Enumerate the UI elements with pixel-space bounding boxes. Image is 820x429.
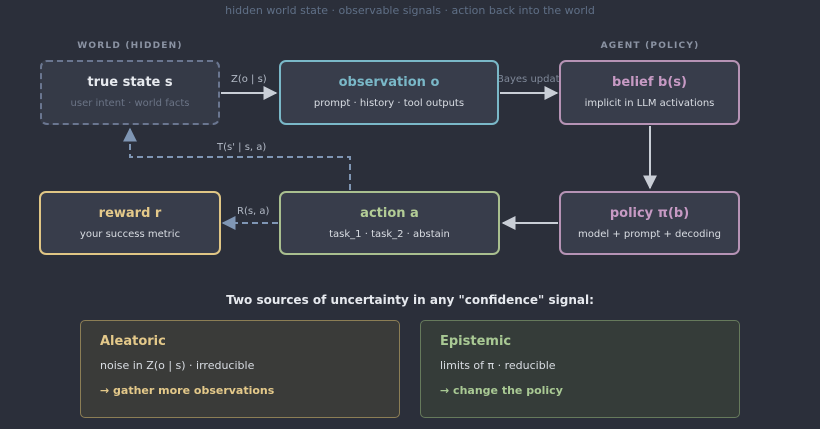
edge-action-to-state bbox=[123, 127, 351, 190]
aleatoric-title: Aleatoric bbox=[100, 334, 166, 349]
transition-label: T(s' | s, a) bbox=[217, 142, 267, 153]
world-section-label: WORLD (HIDDEN) bbox=[77, 41, 183, 51]
observation-title: observation o bbox=[338, 75, 440, 90]
agent-section-label: AGENT (POLICY) bbox=[600, 41, 700, 51]
reward-function-label: R(s, a) bbox=[237, 206, 270, 217]
observation-node: observation o prompt · history · tool ou… bbox=[279, 60, 499, 125]
true-state-node: true state s user intent · world facts bbox=[40, 60, 220, 125]
aleatoric-action: → gather more observations bbox=[100, 384, 275, 397]
observation-subtitle: prompt · history · tool outputs bbox=[313, 98, 465, 109]
true-state-title: true state s bbox=[87, 75, 173, 90]
aleatoric-description: noise in Z(o | s) · irreducible bbox=[100, 359, 255, 372]
reward-subtitle: your success metric bbox=[79, 228, 181, 240]
action-subtitle: task_1 · task_2 · abstain bbox=[329, 228, 450, 240]
uncertainty-heading: Two sources of uncertainty in any "confi… bbox=[226, 293, 594, 307]
belief-node: belief b(s) implicit in LLM activations bbox=[559, 60, 740, 125]
action-title: action a bbox=[360, 205, 419, 221]
true-state-subtitle: user intent · world facts bbox=[70, 98, 190, 109]
diagram-caption: hidden world state · observable signals … bbox=[225, 4, 595, 17]
policy-title: policy π(b) bbox=[609, 205, 690, 221]
action-node: action a task_1 · task_2 · abstain bbox=[279, 191, 500, 255]
reward-node: reward r your success metric bbox=[39, 191, 221, 255]
epistemic-title: Epistemic bbox=[440, 334, 512, 349]
epistemic-card: Epistemic limits of π · reducible → chan… bbox=[420, 320, 740, 418]
aleatoric-card: Aleatoric noise in Z(o | s) · irreducibl… bbox=[80, 320, 400, 418]
belief-subtitle: implicit in LLM activations bbox=[584, 98, 715, 109]
epistemic-action: → change the policy bbox=[440, 384, 563, 397]
belief-title: belief b(s) bbox=[612, 75, 687, 90]
reward-title: reward r bbox=[98, 205, 162, 221]
policy-subtitle: model + prompt + decoding bbox=[578, 228, 721, 240]
policy-node: policy π(b) model + prompt + decoding bbox=[559, 191, 740, 255]
epistemic-description: limits of π · reducible bbox=[440, 359, 556, 372]
bayes-update-label: Bayes update bbox=[497, 74, 566, 85]
emission-label: Z(o | s) bbox=[231, 74, 267, 85]
